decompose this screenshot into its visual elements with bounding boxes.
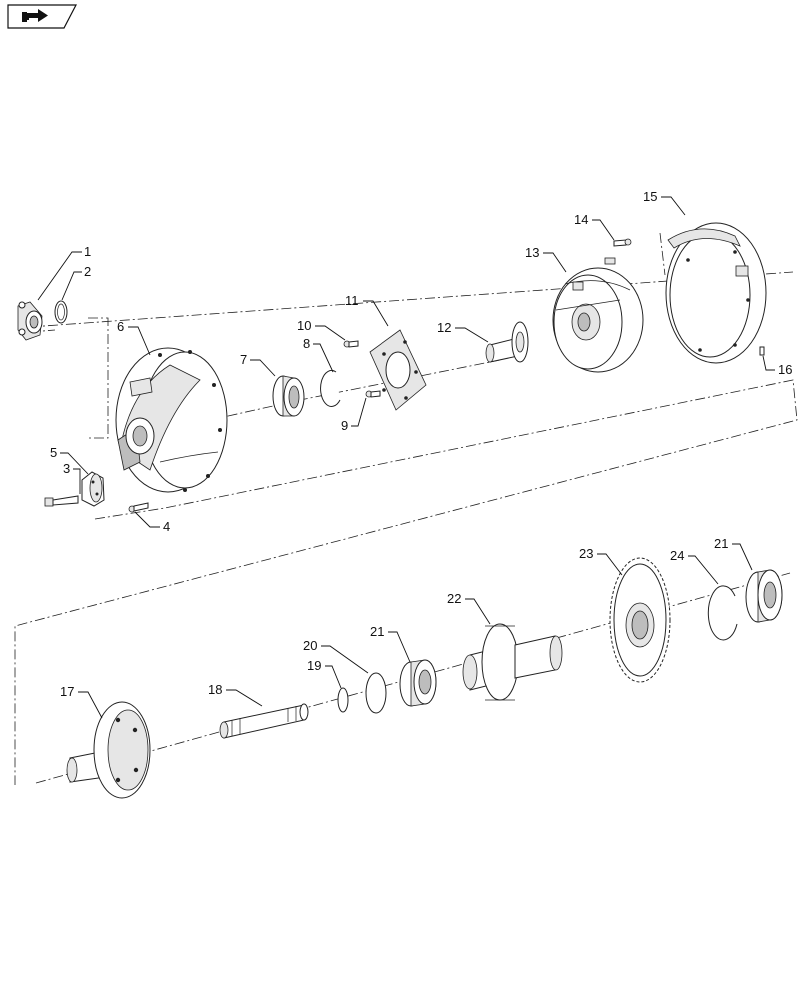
part-2-seal: [54, 300, 68, 324]
callout-13[interactable]: 13: [525, 245, 539, 260]
part-12-hub: [485, 321, 529, 363]
callout-4[interactable]: 4: [163, 519, 170, 534]
callout-20[interactable]: 20: [303, 638, 317, 653]
part-3-bolt: [44, 495, 79, 507]
callout-21-right[interactable]: 21: [714, 536, 728, 551]
part-1-yoke: [17, 301, 43, 341]
part-9-screw: [365, 390, 381, 398]
part-21-bearing-left: [399, 659, 437, 707]
callout-17[interactable]: 17: [60, 684, 74, 699]
leader-lines: [37, 196, 775, 719]
part-11-plate: [369, 329, 427, 411]
part-15-adapter-ring: [665, 222, 767, 364]
part-5-cover: [81, 471, 105, 507]
part-17-flange-shaft: [66, 701, 151, 799]
part-23-gear: [609, 557, 671, 683]
part-20-snap-ring: [365, 672, 387, 714]
callout-7[interactable]: 7: [240, 352, 247, 367]
callout-23[interactable]: 23: [579, 546, 593, 561]
callout-9[interactable]: 9: [341, 418, 348, 433]
callout-22[interactable]: 22: [447, 591, 461, 606]
part-6-housing: [115, 347, 228, 493]
part-24-snap-ring: [707, 585, 738, 641]
part-22-gear-shaft: [462, 623, 563, 701]
part-19-ring: [337, 687, 349, 713]
callout-11[interactable]: 11: [345, 293, 359, 308]
callout-15[interactable]: 15: [643, 189, 657, 204]
callout-8[interactable]: 8: [303, 336, 310, 351]
callout-21-left[interactable]: 21: [370, 624, 384, 639]
callout-24[interactable]: 24: [670, 548, 684, 563]
part-8-snap-ring: [320, 369, 341, 407]
callout-6[interactable]: 6: [117, 319, 124, 334]
callout-18[interactable]: 18: [208, 682, 222, 697]
part-4-stud: [128, 502, 149, 513]
callout-5[interactable]: 5: [50, 445, 57, 460]
callout-2[interactable]: 2: [84, 264, 91, 279]
part-18-splined-shaft: [219, 703, 309, 739]
page-navigation-icon[interactable]: [7, 4, 77, 29]
callout-3[interactable]: 3: [63, 461, 70, 476]
callout-labels: 1 2 3 4 5 6 7 8 9 10 11 12 13 14 15 16 1…: [50, 189, 792, 699]
part-10-screw: [343, 340, 359, 348]
callout-10[interactable]: 10: [297, 318, 311, 333]
part-21-bearing-right: [745, 569, 783, 623]
callout-14[interactable]: 14: [574, 212, 588, 227]
callout-19[interactable]: 19: [307, 658, 321, 673]
part-13-torque-converter: [552, 257, 644, 373]
callout-1[interactable]: 1: [84, 244, 91, 259]
part-7-bearing: [272, 375, 305, 417]
callout-12[interactable]: 12: [437, 320, 451, 335]
callout-16[interactable]: 16: [778, 362, 792, 377]
part-14-bolt: [613, 238, 632, 247]
part-16-pin: [759, 346, 765, 356]
